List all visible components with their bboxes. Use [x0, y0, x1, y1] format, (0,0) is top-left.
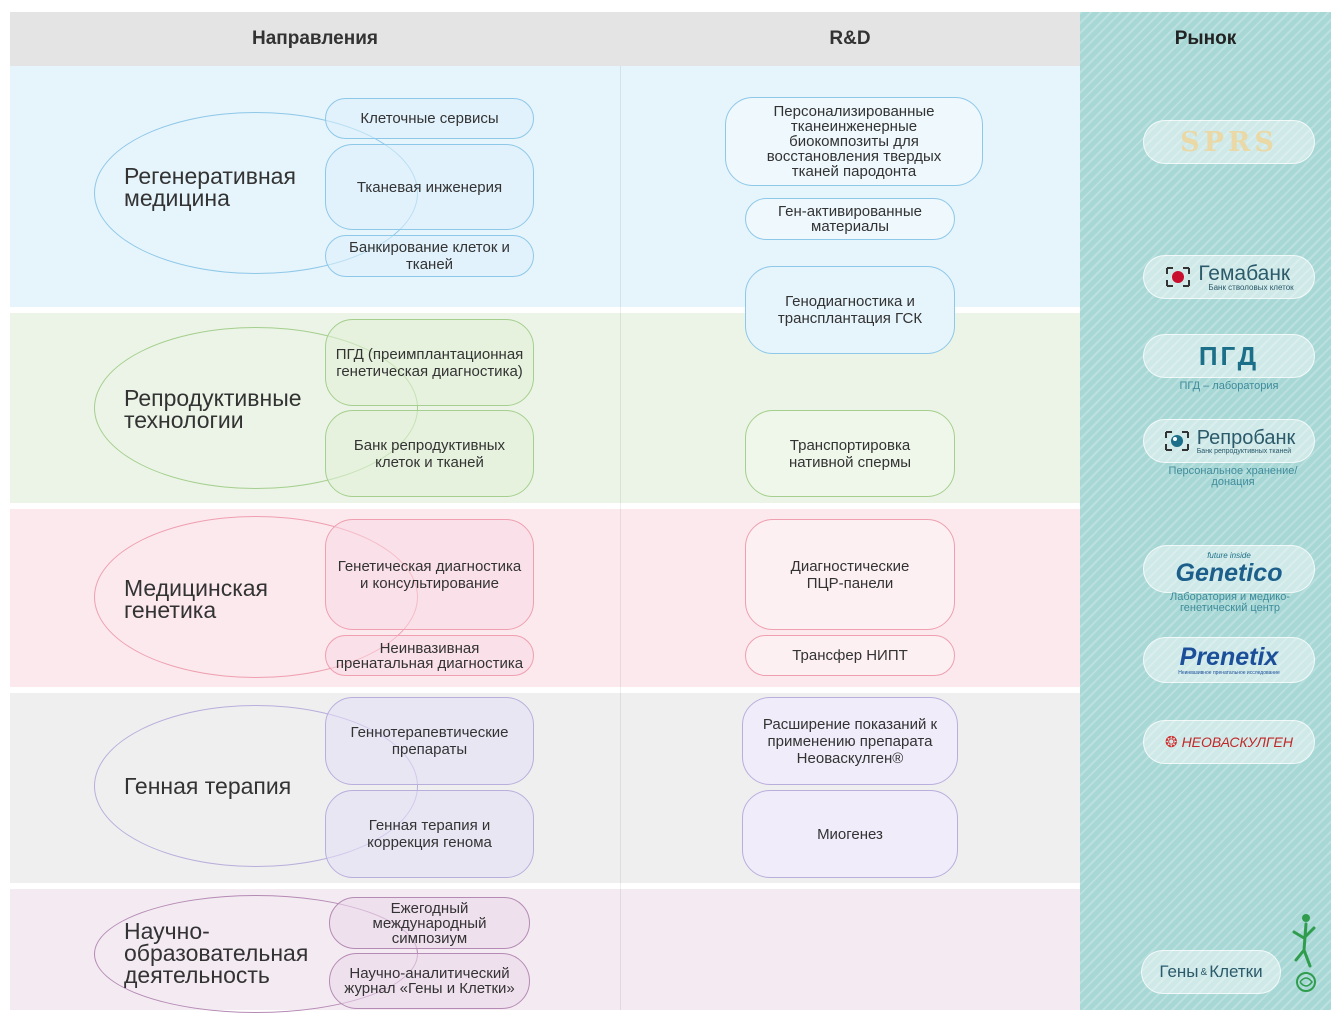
symposium-pill: Ежегодный международный симпозиум: [329, 897, 530, 949]
pgd-logo: ПГД: [1143, 334, 1315, 378]
column-divider: [620, 66, 621, 1010]
gene-drugs-pill: Геннотерапевтические препараты: [325, 697, 534, 785]
biocomposites-pill: Персонализированные тканеинженерные биок…: [725, 97, 983, 186]
genes-cells-part2: Клетки: [1209, 962, 1263, 981]
myogenesis-pill: Миогенез: [742, 790, 958, 878]
neovasculgen-indications-pill: Расширение показаний к применению препар…: [742, 697, 958, 785]
genetico-name: Genetico: [1175, 559, 1283, 587]
prenetix-logo: Prenetix Неинвазивное пренатальное иссле…: [1143, 637, 1315, 683]
genes-cells-figure-icon: [1292, 914, 1316, 992]
pgd-caption: ПГД – лаборатория: [1179, 380, 1279, 392]
genetico-tag: future inside: [1207, 551, 1251, 560]
directions-header: Направления: [10, 12, 620, 66]
pcr-panels-pill: Диагностические ПЦР-панели: [745, 519, 955, 630]
genetico-logo: future inside Genetico: [1143, 545, 1315, 593]
genome-correction-pill: Генная терапия и коррекция генома: [325, 790, 534, 878]
pgd-logo-text: ПГД: [1198, 340, 1260, 371]
market-header: Рынок: [1080, 12, 1331, 66]
genes-cells-amp: &: [1200, 966, 1208, 978]
reprobank-logo: Репробанк Банк репродуктивных тканей: [1143, 419, 1315, 463]
journal-pill: Научно-аналитический журнал «Гены и Клет…: [329, 953, 530, 1009]
gemabank-sub: Банк стволовых клеток: [1208, 282, 1294, 292]
nipt-transfer-pill: Трансфер НИПТ: [745, 635, 955, 676]
gemabank-logo: Гемабанк Банк стволовых клеток: [1143, 255, 1315, 299]
cell-banking-pill: Банкирование клеток и тканей: [325, 235, 534, 277]
reprobank-icon: [1164, 431, 1189, 451]
gemabank-icon: [1166, 267, 1191, 287]
genetic-diagnostics-pill: Генетическая диагностика и консультирова…: [325, 519, 534, 630]
cell-services-pill: Клеточные сервисы: [325, 98, 534, 139]
genes-cells-part1: Гены: [1159, 962, 1199, 981]
regenerative-title: Регенеративная медицина: [124, 163, 296, 211]
gene-therapy-title: Генная терапия: [124, 773, 292, 799]
gene-activated-materials-pill: Ген-активированные материалы: [745, 198, 955, 240]
neovasculgen-name: НЕОВАСКУЛГЕН: [1181, 734, 1293, 750]
reproductive-ellipse: [94, 327, 418, 489]
reprobank-caption: Персональное хранение/ донация: [1168, 465, 1298, 488]
neovasculgen-icon: ❂: [1164, 734, 1178, 751]
genetics-title: Медицинская генетика: [124, 575, 269, 623]
spbs-logo: SPRS: [1143, 120, 1315, 164]
market-header-label: Рынок: [1174, 28, 1237, 49]
reproductive-title: Репродуктивные технологии: [124, 385, 302, 433]
hsc-genodiagnostics-pill: Генодиагностика и трансплантация ГСК: [745, 266, 955, 354]
genetico-caption: Лаборатория и медико-генетический центр: [1170, 591, 1290, 614]
tissue-engineering-pill: Тканевая инженерия: [325, 144, 534, 230]
science-title: Научно-образовательная деятельность: [124, 918, 309, 988]
rnd-header-label: R&D: [829, 28, 871, 49]
gene-therapy-ellipse: [94, 705, 418, 867]
prenetix-name: Prenetix: [1179, 643, 1279, 671]
genes-cells-logo: Гены & Клетки: [1141, 950, 1281, 994]
pgd-pill: ПГД (преимплантационная генетическая диа…: [325, 319, 534, 406]
rnd-header: R&D: [620, 12, 1080, 66]
repro-bank-pill: Банк репродуктивных клеток и тканей: [325, 410, 534, 497]
market-column: [1080, 12, 1331, 1010]
nipt-pill: Неинвазивная пренатальная диагностика: [325, 635, 534, 676]
directions-header-label: Направления: [252, 28, 378, 49]
reprobank-name: Репробанк: [1196, 426, 1296, 449]
neovasculgen-logo: ❂ НЕОВАСКУЛГЕН: [1143, 720, 1315, 764]
spbs-logo-text: SPRS: [1180, 126, 1278, 158]
gemabank-name: Гемабанк: [1198, 261, 1291, 285]
reprobank-sub: Банк репродуктивных тканей: [1196, 447, 1292, 455]
sperm-transport-pill: Транспортировка нативной спермы: [745, 410, 955, 497]
prenetix-sub: Неинвазивное пренатальное исследование: [1178, 670, 1280, 676]
